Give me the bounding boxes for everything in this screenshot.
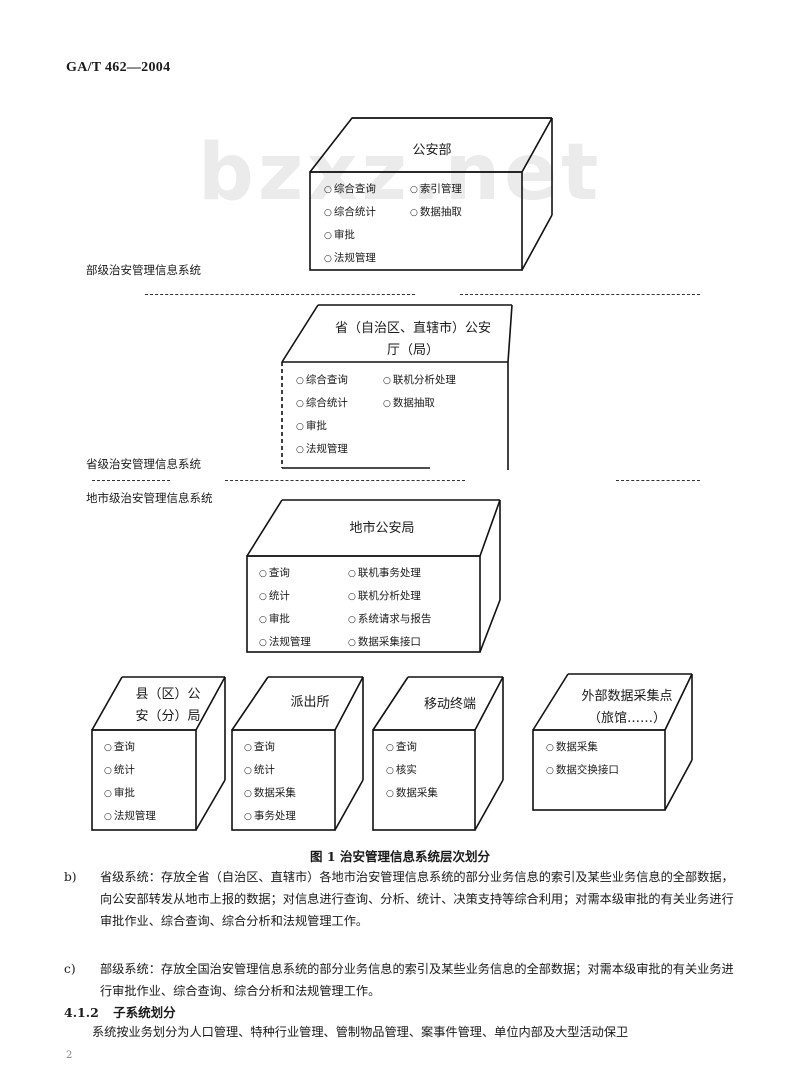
list-item: 统计 xyxy=(244,759,296,782)
box-province-title: 省（自治区、直辖市）公安 厅（局） xyxy=(318,318,508,362)
standard-number: GA/T 462—2004 xyxy=(66,60,171,75)
list-item: 数据采集 xyxy=(244,782,296,805)
list-item: 综合查询 xyxy=(296,369,348,392)
divider-line xyxy=(145,294,415,295)
box-ministry-title: 公安部 xyxy=(412,143,452,158)
box-police-station-items: 查询 统计 数据采集 事务处理 xyxy=(244,736,296,828)
list-item: 数据交换接口 xyxy=(546,759,619,782)
box-ministry-outline xyxy=(309,117,553,271)
list-item: 统计 xyxy=(259,585,311,608)
box-county-title-line2: 安（分）局 xyxy=(135,709,201,724)
box-province-title-line2: 厅（局） xyxy=(386,343,439,358)
list-item: 数据采集 xyxy=(546,736,619,759)
paragraph-c: c) 部级系统：存放全国治安管理信息系统的部分业务信息的索引及某些业务信息的全部… xyxy=(64,958,740,1002)
list-item: 统计 xyxy=(104,759,156,782)
section-title: 子系统划分 xyxy=(113,1005,176,1020)
list-item: 查询 xyxy=(386,736,438,759)
box-county-title-line1: 县（区）公 xyxy=(135,687,201,702)
box-city-left-items: 查询 统计 审批 法规管理 xyxy=(259,562,311,654)
section-heading: 4.1.2 子系统划分 xyxy=(64,1002,176,1021)
box-province-outline xyxy=(281,304,513,470)
box-county-items: 查询 统计 审批 法规管理 xyxy=(104,736,156,828)
box-external-title-line1: 外部数据采集点 xyxy=(581,689,673,704)
paragraph-c-text: 部级系统：存放全国治安管理信息系统的部分业务信息的索引及某些业务信息的全部数据；… xyxy=(100,962,734,998)
list-item: 联机分析处理 xyxy=(383,369,456,392)
list-item: 综合统计 xyxy=(324,201,376,224)
watermark: bzxz.net xyxy=(198,128,603,218)
box-ministry-left-items: 综合查询 综合统计 审批 法规管理 xyxy=(324,178,376,270)
level-label-ministry: 部级治安管理信息系统 xyxy=(86,263,201,277)
paragraph-c-marker: c) xyxy=(64,962,76,976)
box-county-outline xyxy=(91,676,226,831)
figure-caption: 图 1 治安管理信息系统层次划分 xyxy=(310,849,490,864)
list-item: 综合查询 xyxy=(324,178,376,201)
list-item: 查询 xyxy=(259,562,311,585)
list-item: 系统请求与报告 xyxy=(348,608,432,631)
divider-line xyxy=(616,480,700,481)
list-item: 审批 xyxy=(296,415,348,438)
box-mobile-outline xyxy=(372,676,504,831)
box-city-title: 地市公安局 xyxy=(349,521,415,536)
list-item: 索引管理 xyxy=(410,178,462,201)
paragraph-b-marker: b) xyxy=(64,870,77,884)
level-label-province: 省级治安管理信息系统 xyxy=(86,457,201,471)
page-number: 2 xyxy=(66,1050,73,1061)
box-external-outline xyxy=(532,673,693,811)
section-number: 4.1.2 xyxy=(64,1005,99,1020)
box-city-outline xyxy=(246,499,501,653)
box-province-title-line1: 省（自治区、直辖市）公安 xyxy=(334,321,491,336)
list-item: 审批 xyxy=(324,224,376,247)
list-item: 事务处理 xyxy=(244,805,296,828)
divider-line xyxy=(225,480,465,481)
list-item: 数据抽取 xyxy=(410,201,462,224)
list-item: 审批 xyxy=(104,782,156,805)
list-item: 数据采集接口 xyxy=(348,631,431,654)
list-item: 综合统计 xyxy=(296,392,348,415)
box-ministry-right-items: 索引管理 数据抽取 xyxy=(410,178,462,224)
list-item: 数据抽取 xyxy=(383,392,456,415)
box-county-title: 县（区）公 安（分）局 xyxy=(118,684,218,728)
box-mobile-title: 移动终端 xyxy=(423,697,476,712)
section-body: 系统按业务划分为人口管理、特种行业管理、管制物品管理、案事件管理、单位内部及大型… xyxy=(92,1025,629,1039)
box-province-left-items: 综合查询 综合统计 审批 法规管理 xyxy=(296,369,348,461)
list-item: 法规管理 xyxy=(259,631,311,654)
paragraph-b-text: 省级系统：存放全省（自治区、直辖市）各地市治安管理信息系统的部分业务信息的索引及… xyxy=(100,870,734,928)
box-province-right-items: 联机分析处理 数据抽取 xyxy=(383,369,456,415)
list-item: 联机分析处理 xyxy=(348,585,431,608)
paragraph-b: b) 省级系统：存放全省（自治区、直辖市）各地市治安管理信息系统的部分业务信息的… xyxy=(64,866,740,932)
list-item: 法规管理 xyxy=(104,805,156,828)
list-item: 查询 xyxy=(104,736,156,759)
box-police-station-title: 派出所 xyxy=(290,695,330,710)
divider-line xyxy=(92,480,170,481)
box-external-items: 数据采集 数据交换接口 xyxy=(546,736,619,782)
box-external-title-line2: （旅馆……） xyxy=(587,711,666,726)
list-item: 联机事务处理 xyxy=(348,562,431,585)
list-item: 法规管理 xyxy=(296,438,348,461)
list-item: 法规管理 xyxy=(324,247,376,270)
list-item: 核实 xyxy=(386,759,438,782)
list-item: 审批 xyxy=(259,608,311,631)
box-city-right-items: 联机事务处理 联机分析处理 系统请求与报告 数据采集接口 xyxy=(348,562,432,654)
list-item: 查询 xyxy=(244,736,296,759)
box-mobile-items: 查询 核实 数据采集 xyxy=(386,736,438,805)
divider-line xyxy=(460,294,700,295)
box-police-station-outline xyxy=(231,676,364,831)
list-item: 数据采集 xyxy=(386,782,438,805)
box-external-title: 外部数据采集点 （旅馆……） xyxy=(566,686,688,730)
level-label-local: 地市级治安管理信息系统 xyxy=(86,491,213,505)
